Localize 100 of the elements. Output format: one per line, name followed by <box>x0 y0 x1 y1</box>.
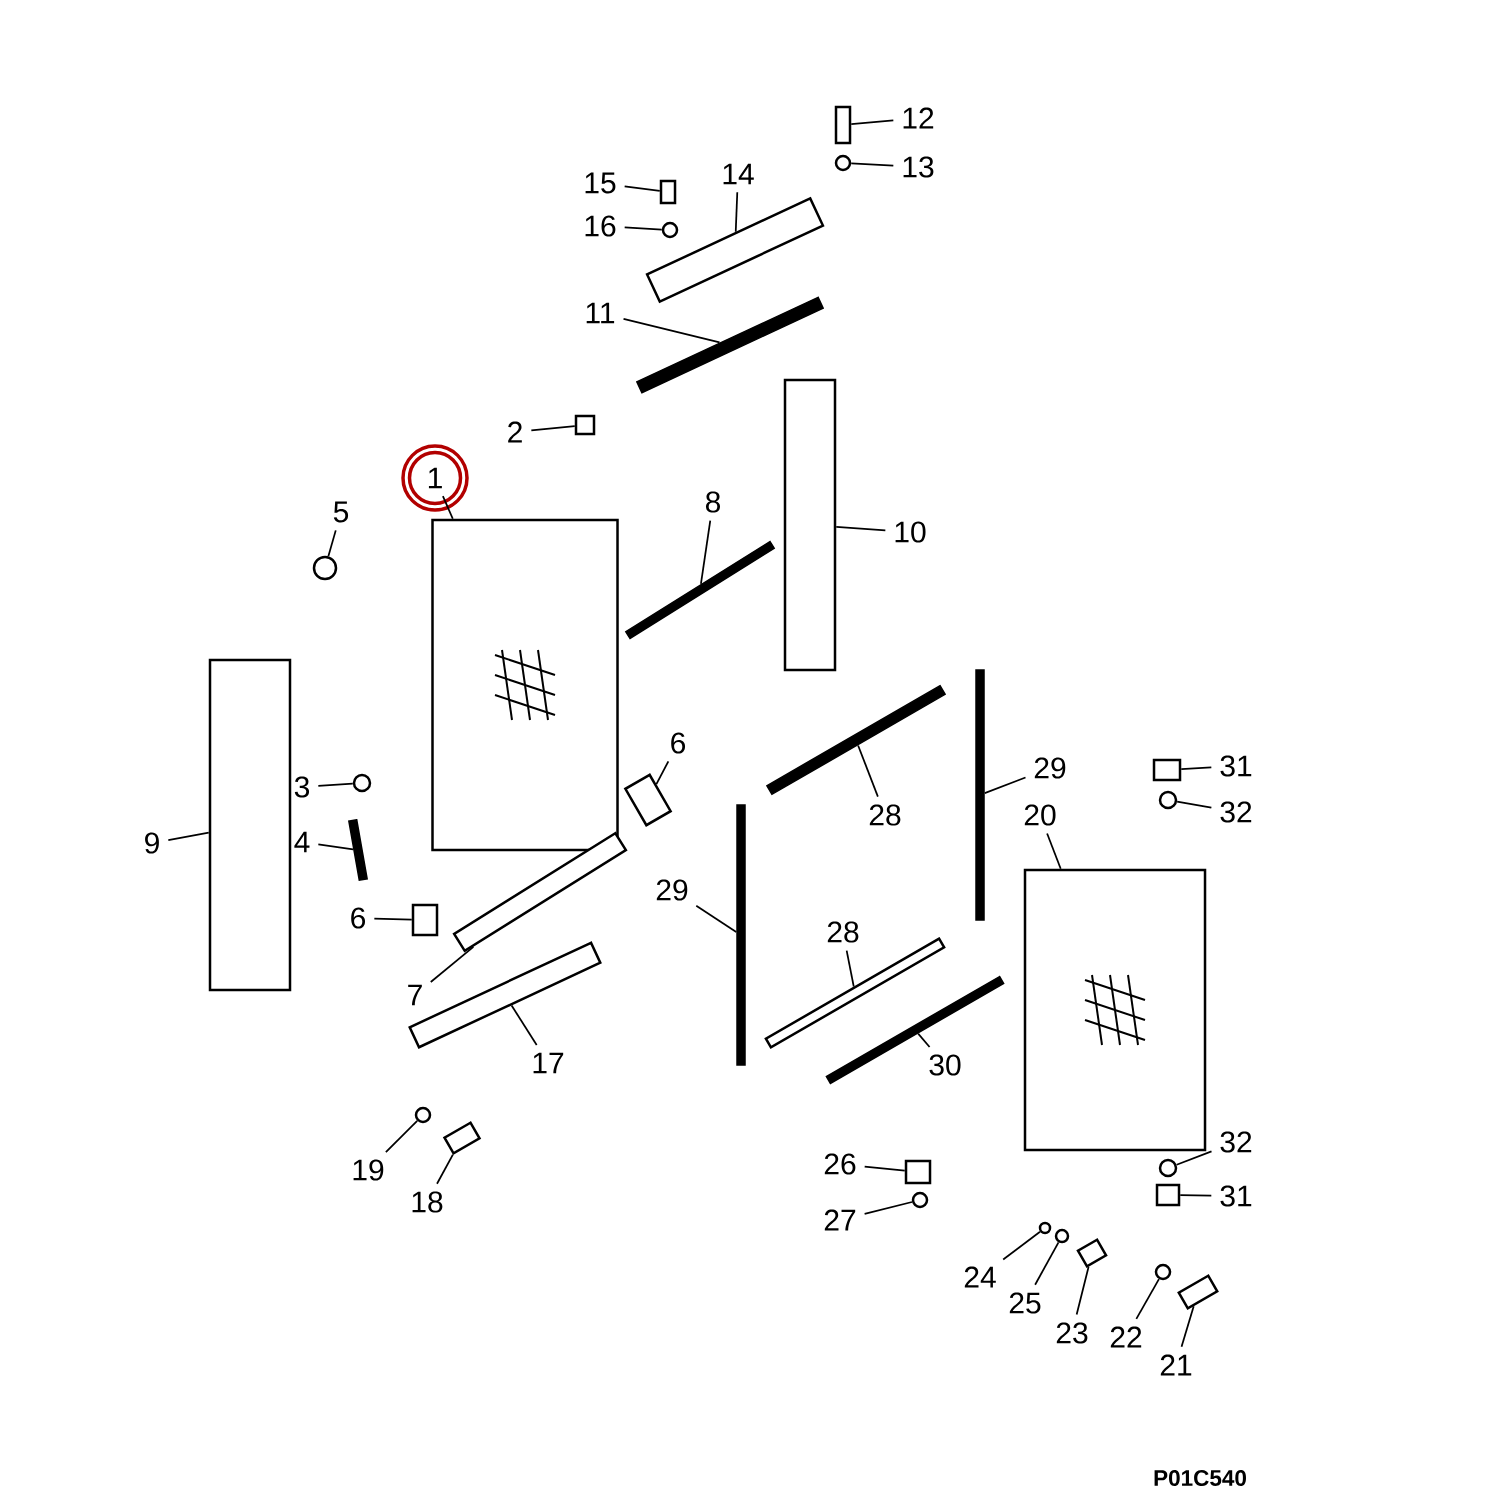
callout-number: 14 <box>723 163 754 185</box>
leader-line <box>835 525 887 532</box>
leader-line <box>530 425 576 432</box>
leader-line <box>623 185 661 192</box>
callout-number: 8 <box>705 491 721 513</box>
callout-number: 10 <box>895 521 926 543</box>
callout-number: 32 <box>1220 1131 1252 1153</box>
ring-drawing <box>1158 790 1178 810</box>
leader-line <box>695 904 738 933</box>
leader-line <box>167 831 210 841</box>
callout-number: 20 <box>1024 804 1056 826</box>
leader-line <box>622 317 721 344</box>
ring-drawing <box>1054 1228 1070 1244</box>
leader-line <box>850 119 895 126</box>
callout-number: 5 <box>333 501 349 523</box>
leader-line <box>857 744 879 798</box>
radiator-drawing <box>1023 868 1207 1152</box>
nut-drawing <box>352 773 372 793</box>
callout-number: 13 <box>903 156 934 178</box>
figure-code: P01C540 <box>1154 1470 1246 1486</box>
ring-drawing <box>911 1191 929 1209</box>
callout-number: 22 <box>1110 1326 1142 1348</box>
callout-number: 24 <box>964 1266 996 1288</box>
callout-number: 25 <box>1009 1292 1041 1314</box>
callout-number: 17 <box>533 1052 564 1074</box>
leader-line <box>983 776 1027 795</box>
leader-line <box>442 495 454 520</box>
callout-number: 31 <box>1220 1185 1252 1207</box>
leader-line <box>1002 1230 1041 1261</box>
callout-number: 30 <box>929 1054 961 1076</box>
callout-number: 16 <box>585 215 616 237</box>
callout-number: 26 <box>824 1153 856 1175</box>
bolt-drawing <box>659 179 677 205</box>
leader-line <box>623 226 663 231</box>
leader-line <box>700 519 712 585</box>
ring-drawing <box>1038 1221 1052 1235</box>
leader-line <box>863 1201 913 1215</box>
cap-drawing <box>574 414 596 436</box>
callout-number: 11 <box>586 302 615 324</box>
plug-drawing <box>904 1159 932 1185</box>
washer-drawing <box>1154 1263 1172 1281</box>
leader-line <box>1180 766 1213 771</box>
callout-number: 28 <box>827 921 859 943</box>
leader-line <box>863 1165 906 1172</box>
leader-line <box>436 1153 454 1185</box>
leader-line <box>655 760 670 785</box>
leader-line <box>734 191 739 233</box>
callout-number: 18 <box>412 1191 443 1213</box>
rod-drawing <box>825 975 1005 1085</box>
leader-line <box>1179 1194 1213 1197</box>
callout-number: 19 <box>353 1159 384 1181</box>
leader-line <box>317 782 354 787</box>
callout-number: 29 <box>1034 757 1066 779</box>
bolt-drawing <box>834 105 852 145</box>
cap-drawing <box>1155 1183 1181 1207</box>
cap-drawing <box>1152 758 1182 782</box>
leader-line <box>1135 1278 1160 1320</box>
callout-number: 29 <box>656 879 688 901</box>
callout-number: 32 <box>1220 801 1252 823</box>
tube-drawing <box>452 831 628 953</box>
washer-drawing <box>414 1106 432 1124</box>
callout-number: 27 <box>824 1209 856 1231</box>
callout-number: 6 <box>351 907 366 929</box>
callout-number: 3 <box>294 776 310 798</box>
leader-line <box>373 917 413 921</box>
wedge-drawing <box>411 903 439 937</box>
bolt-drawing <box>1177 1274 1219 1310</box>
leader-line <box>1075 1265 1090 1316</box>
leader-line <box>1180 1305 1195 1348</box>
leader-line <box>510 1004 538 1046</box>
post-drawing <box>783 378 837 672</box>
leader-line <box>327 529 337 558</box>
leader-line <box>845 949 855 988</box>
leader-line <box>385 1119 419 1153</box>
callout-number: 21 <box>1160 1354 1192 1376</box>
leader-line <box>1046 832 1062 870</box>
leader-line <box>850 162 895 167</box>
plug-drawing <box>1076 1238 1108 1268</box>
callout-number: 4 <box>294 831 310 853</box>
callout-number: 1 <box>428 467 442 489</box>
channel-drawing <box>408 941 602 1049</box>
callout-number: 28 <box>869 804 901 826</box>
leader-line <box>1034 1241 1060 1286</box>
callout-number: 12 <box>903 107 934 129</box>
callout-number: 15 <box>585 172 616 194</box>
callout-number: 6 <box>671 732 686 754</box>
bolt-drawing <box>312 555 338 581</box>
rod-drawing <box>736 804 746 1066</box>
leader-line <box>1176 800 1213 809</box>
leader-line <box>1175 1150 1213 1166</box>
callout-number: 9 <box>145 832 159 854</box>
callout-number: 7 <box>408 984 422 1006</box>
leader-line <box>317 843 354 851</box>
washer-drawing <box>834 154 852 172</box>
callout-number: 2 <box>508 421 522 443</box>
washer-drawing <box>661 221 679 239</box>
leader-line <box>429 946 475 983</box>
callout-number: 23 <box>1056 1322 1088 1344</box>
ring-drawing <box>1158 1158 1178 1178</box>
callout-number: 31 <box>1220 755 1252 777</box>
